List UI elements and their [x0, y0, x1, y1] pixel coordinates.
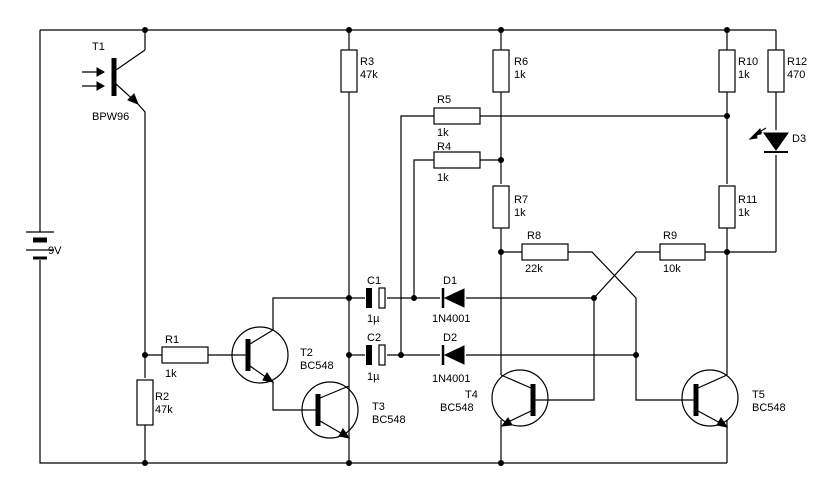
- r4-resistor-icon: [433, 151, 481, 169]
- d3-label: D3: [792, 133, 806, 145]
- d1-diode-icon: [441, 288, 465, 308]
- r7-resistor-icon: [492, 185, 510, 229]
- t3-npn-transistor-icon: [301, 381, 359, 439]
- d2-type: 1N4001: [432, 373, 471, 385]
- r11-label: R11: [738, 194, 757, 206]
- r3-value: 47k: [360, 69, 378, 81]
- r7-value: 1k: [514, 207, 526, 219]
- c2-value: 1µ: [367, 371, 380, 383]
- t3-type: BC548: [372, 414, 406, 426]
- t5-npn-transistor-icon: [681, 369, 739, 428]
- r8-resistor-icon: [521, 243, 569, 261]
- t5-label: T5: [752, 389, 765, 401]
- t4-npn-transistor-icon: [491, 369, 549, 427]
- r4-value: 1k: [437, 172, 449, 184]
- t5-type: BC548: [752, 402, 786, 414]
- r9-value: 10k: [663, 263, 681, 275]
- component-labels: R3 47k R6 1k R10 1k R12 470 R5 1k R4 1k …: [155, 56, 807, 426]
- r1-label: R1: [165, 334, 179, 346]
- t1-label: T1: [92, 41, 105, 53]
- r8-label: R8: [527, 230, 541, 242]
- r6-resistor-icon: [492, 49, 510, 93]
- t2-npn-transistor-icon: [231, 322, 289, 384]
- r5-value: 1k: [437, 127, 449, 139]
- r8-value: 22k: [525, 263, 543, 275]
- d2-diode-icon: [441, 345, 465, 365]
- r3-resistor-icon: [340, 49, 358, 93]
- phototransistor-icon: [82, 49, 146, 105]
- led-icon: [748, 127, 789, 153]
- r12-resistor-icon: [767, 49, 785, 93]
- r7-label: R7: [514, 194, 528, 206]
- r10-resistor-icon: [718, 49, 736, 93]
- t3-label: T3: [372, 401, 385, 413]
- d1-type: 1N4001: [432, 313, 471, 325]
- r12-value: 470: [787, 69, 805, 81]
- r11-resistor-icon: [718, 185, 736, 229]
- wires: [39, 29, 777, 464]
- r5-label: R5: [437, 94, 451, 106]
- r2-label: R2: [155, 391, 169, 403]
- c2-label: C2: [367, 332, 381, 344]
- r6-value: 1k: [514, 69, 526, 81]
- junction-dots: [142, 27, 730, 466]
- t1-type: BPW96: [92, 111, 129, 123]
- t4-label: T4: [465, 389, 478, 401]
- c1-capacitor-icon: [366, 287, 386, 309]
- r4-label: R4: [437, 141, 451, 153]
- r3-label: R3: [360, 56, 374, 68]
- battery-icon: [26, 231, 54, 260]
- r2-resistor-icon: [136, 379, 154, 426]
- battery-label: 9V: [48, 245, 62, 257]
- t2-label: T2: [300, 347, 313, 359]
- r2-value: 47k: [155, 404, 173, 416]
- r1-value: 1k: [165, 368, 177, 380]
- r10-label: R10: [738, 56, 758, 68]
- resistors: [136, 49, 785, 426]
- t4-type: BC548: [440, 402, 474, 414]
- r11-value: 1k: [738, 207, 750, 219]
- r10-value: 1k: [738, 69, 750, 81]
- r12-label: R12: [787, 56, 807, 68]
- t2-type: BC548: [300, 360, 334, 372]
- r5-resistor-icon: [433, 107, 481, 125]
- c1-label: C1: [367, 275, 381, 287]
- d1-label: D1: [443, 275, 457, 287]
- r6-label: R6: [514, 56, 528, 68]
- c1-value: 1µ: [367, 313, 380, 325]
- d2-label: D2: [443, 332, 457, 344]
- r9-label: R9: [663, 230, 677, 242]
- c2-capacitor-icon: [366, 344, 386, 366]
- r9-resistor-icon: [659, 243, 706, 261]
- r1-resistor-icon: [161, 346, 209, 364]
